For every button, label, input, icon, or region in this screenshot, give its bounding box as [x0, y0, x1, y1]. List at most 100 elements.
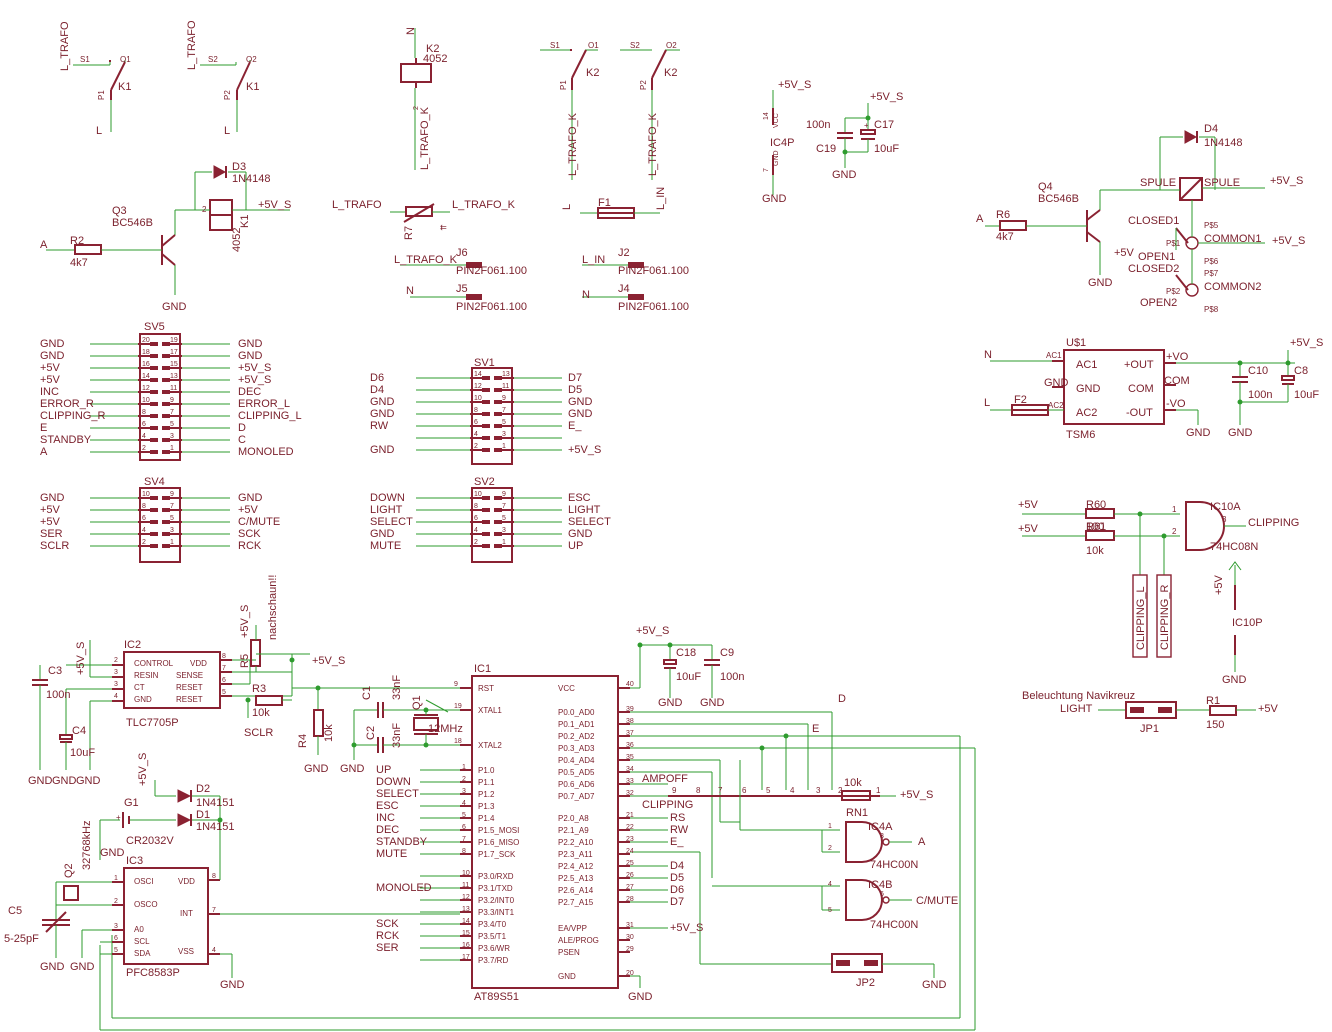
pin-number: 13: [462, 906, 470, 913]
pin-name: P3.2/INT0: [478, 896, 515, 905]
pin-name: XTAL2: [478, 741, 502, 750]
net-label: L_TRAFO_K: [567, 112, 579, 176]
pin-name: P3.1/TXD: [478, 884, 513, 893]
net-label: GND: [100, 847, 125, 859]
net-label: SELECT: [568, 516, 611, 528]
part-name: C1: [361, 686, 373, 700]
header-pad: [150, 532, 158, 536]
part-name: IC4P: [770, 137, 794, 149]
net-label: LIGHT: [1060, 703, 1093, 715]
net-label: D7: [670, 896, 684, 908]
pin-number: 22: [626, 824, 634, 831]
part-name: K1: [246, 81, 259, 93]
part-name: D1: [196, 809, 210, 821]
header-pad: [150, 402, 158, 406]
pin-number: 14: [474, 371, 482, 378]
pin-label: O2: [246, 55, 257, 64]
svg-text:6: 6: [114, 935, 118, 942]
net-label: GND: [762, 193, 787, 205]
net-label: +5V: [40, 362, 61, 374]
supervisor-ic2: IC2 CONTROL RESIN CT GND VDD SENSE RESET…: [66, 575, 345, 739]
svg-text:9: 9: [454, 681, 458, 688]
svg-text:GND: GND: [773, 150, 780, 166]
mcu-ic1: IC1 AT89S51: [471, 663, 619, 1003]
pin-label: P1: [97, 90, 106, 100]
net-label: GND: [1088, 277, 1113, 289]
header-pad: [162, 532, 170, 536]
pin-label: O1: [588, 41, 599, 50]
pin-label: AC1: [1076, 359, 1097, 371]
part-name: JP1: [1140, 723, 1159, 735]
pin-number: 18: [142, 349, 150, 356]
header-pad: [162, 520, 170, 524]
net-label: SELECT: [370, 516, 413, 528]
pin-label: P$8: [1204, 305, 1219, 314]
net-label: DOWN: [376, 776, 411, 788]
net-label: L: [561, 204, 573, 210]
part-name: R4: [297, 734, 309, 748]
net-label: L: [984, 397, 990, 409]
net-label: N: [406, 285, 414, 297]
net-label: L_TRAFO: [186, 20, 198, 70]
i2c-bus-wires: [99, 736, 976, 1031]
net-label: D5: [568, 384, 582, 396]
svg-text:3: 3: [1222, 515, 1227, 524]
part-name: SV5: [144, 321, 165, 333]
part-name: C19: [816, 143, 836, 155]
svg-text:1: 1: [114, 875, 118, 882]
net-label: GND: [1222, 674, 1247, 686]
pin-name: P1.5_MOSI: [478, 826, 519, 835]
connector-sv5: SV5 20GND18GND16+5V14+5V12INC10ERROR_R8C…: [40, 321, 302, 461]
header-pad: [162, 354, 170, 358]
pin-number: 5: [170, 515, 174, 522]
fuse-f1: L F1 L_IN: [561, 187, 667, 219]
pin-number: 7: [462, 836, 466, 843]
pin-label: -OUT: [1126, 407, 1153, 419]
part-name: RN1: [846, 807, 868, 819]
capacitors-c3-c4: C3 100n C4 10uF +5V_S GND GND GND: [28, 640, 101, 787]
svg-text:SDA: SDA: [134, 949, 151, 958]
pin-number: 4: [462, 800, 466, 807]
part-value: 5-25pF: [4, 933, 39, 945]
net-label: GND: [40, 338, 65, 350]
pin-label: CLOSED1: [1128, 215, 1179, 227]
relay-driver-q4: D4 1N4148 Q4 BC546B R6 4k7 A GND SPULE S…: [976, 123, 1305, 314]
net-label: +5V: [1018, 523, 1039, 535]
part-name: C17: [874, 119, 894, 131]
part-name: C9: [720, 647, 734, 659]
header-pad: [494, 424, 502, 428]
part-value: 74HC00N: [870, 859, 918, 871]
part-name: D4: [1204, 123, 1218, 135]
net-label: +5V_S: [1270, 175, 1303, 187]
part-value: 4052: [231, 228, 243, 252]
header-pad: [162, 402, 170, 406]
pin-label: P$5: [1204, 221, 1219, 230]
part-name: Q2: [63, 863, 75, 878]
net-label: CLIPPING: [642, 799, 693, 811]
net-label: GND: [370, 528, 395, 540]
net-label: L: [96, 125, 102, 137]
net-label: STANDBY: [376, 836, 428, 848]
net-label: GND: [70, 961, 95, 973]
part-value: 10k: [323, 724, 335, 742]
net-label: GND: [1186, 427, 1211, 439]
pin-number: 1: [462, 764, 466, 771]
net-label: +5V_S: [239, 605, 251, 638]
pin-label: SPULE: [1140, 177, 1176, 189]
net-label: INC: [376, 812, 395, 824]
pin-label: O2: [666, 41, 677, 50]
pin-label: +OUT: [1124, 359, 1154, 371]
net-label: L_IN: [655, 187, 667, 210]
pin-name: XTAL1: [478, 706, 502, 715]
net-label: GND: [370, 444, 395, 456]
pin-number: 11: [502, 383, 509, 390]
net-label: L: [224, 125, 230, 137]
pin-number: 6: [142, 515, 146, 522]
svg-text:2: 2: [114, 898, 118, 905]
net-label: +5V_S: [258, 199, 291, 211]
net-label: L_TRAFO_K: [647, 112, 659, 176]
pin-label: AC2: [1076, 407, 1097, 419]
net-label: L_TRAFO: [59, 21, 71, 71]
pin-label: P2: [639, 80, 648, 90]
